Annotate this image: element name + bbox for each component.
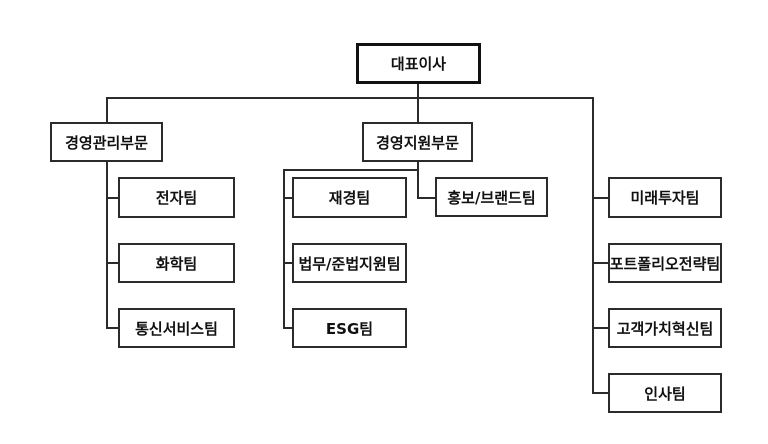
connector-stub xyxy=(106,197,118,199)
connector-stub xyxy=(283,262,292,264)
node-team-portfolio-strategy: 포트폴리오전략팀 xyxy=(608,243,722,283)
node-team-electronics: 전자팀 xyxy=(118,177,235,218)
connector-stub xyxy=(592,197,608,199)
node-team-pr-brand: 홍보/브랜드팀 xyxy=(435,177,548,217)
node-team-future-investment: 미래투자팀 xyxy=(608,177,722,218)
connector-stub xyxy=(592,327,608,329)
connector-mid-division-drop xyxy=(417,162,419,199)
node-division-support: 경영지원부문 xyxy=(362,122,473,162)
connector-mid-teams-bus xyxy=(283,169,285,329)
connector-stub xyxy=(592,392,608,394)
node-ceo: 대표이사 xyxy=(356,43,481,84)
connector-stub xyxy=(106,262,118,264)
node-team-finance: 재경팀 xyxy=(292,177,407,218)
connector-left-division-drop xyxy=(106,97,108,122)
connector-stub xyxy=(283,197,292,199)
node-team-hr: 인사팀 xyxy=(608,373,722,413)
connector-left-teams-bus xyxy=(106,162,108,329)
connector-ceo-vertical xyxy=(417,84,419,122)
node-team-esg: ESG팀 xyxy=(292,308,407,348)
connector-pr-team-elbow xyxy=(417,197,435,199)
connector-right-teams-bus xyxy=(592,97,594,394)
node-team-legal-compliance: 법무/준법지원팀 xyxy=(292,243,407,283)
connector-stub xyxy=(106,327,118,329)
connector-stub xyxy=(592,262,608,264)
connector-mid-branch xyxy=(283,169,419,171)
node-team-customer-value-innovation: 고객가치혁신팀 xyxy=(608,308,722,348)
node-team-telecom-service: 통신서비스팀 xyxy=(118,308,235,348)
connector-top-bus xyxy=(106,97,594,99)
node-division-management: 경영관리부문 xyxy=(50,122,163,162)
connector-stub xyxy=(283,327,292,329)
node-team-chemical: 화학팀 xyxy=(118,243,235,283)
